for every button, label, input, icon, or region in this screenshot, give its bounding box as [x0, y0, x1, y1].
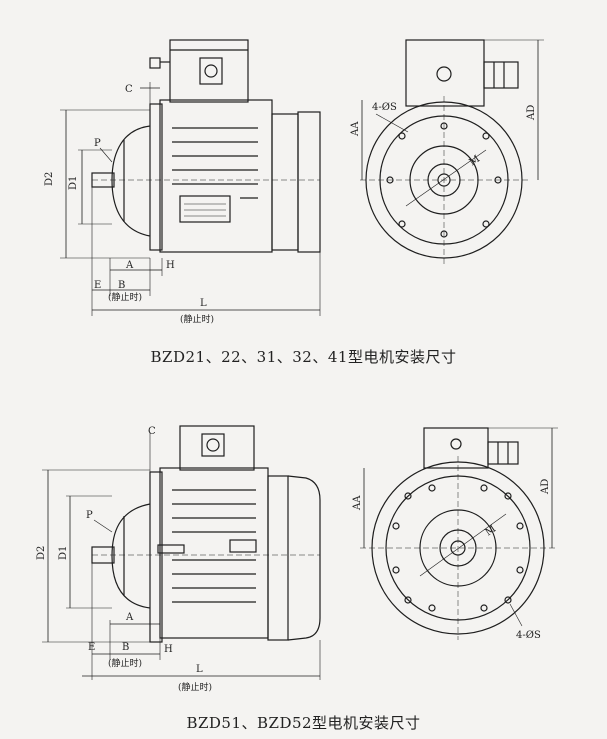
- top-label-ad: AD: [526, 105, 537, 121]
- bottom-rear-cover: [287, 475, 321, 641]
- bottom-label-l-static: (静止时): [178, 681, 212, 693]
- bottom-label-aa: AA: [352, 495, 363, 511]
- bottom-label-ad: AD: [540, 479, 551, 495]
- bottom-label-d2: D2: [36, 546, 47, 560]
- top-label-p: P: [94, 138, 101, 149]
- top-terminal-box: [169, 39, 249, 103]
- top-label-holes: 4-ØS: [372, 102, 397, 113]
- top-rear-flange: [297, 111, 321, 253]
- top-brake-disc: [111, 125, 151, 237]
- bottom-label-d1: D1: [58, 546, 69, 560]
- bottom-label-b: B: [122, 642, 129, 653]
- top-label-d1: D1: [68, 176, 79, 190]
- top-front-view: [360, 39, 544, 264]
- bottom-front-view: [360, 427, 558, 640]
- bottom-label-b-static: (静止时): [108, 657, 142, 669]
- bottom-label-holes: 4-ØS: [516, 630, 541, 641]
- top-cable-gland: [483, 61, 519, 89]
- top-front-terminal-box: [405, 39, 485, 107]
- bottom-front-flange: [149, 471, 163, 643]
- bottom-label-m: M: [483, 524, 498, 539]
- top-side-view: [60, 39, 321, 316]
- bottom-label-a: A: [125, 612, 134, 623]
- top-label-d2: D2: [44, 172, 55, 186]
- bottom-cable-gland: [487, 441, 519, 465]
- top-label-b-static: (静止时): [108, 291, 142, 303]
- bottom-label-l: L: [196, 664, 203, 675]
- bottom-label-e: E: [88, 642, 95, 653]
- top-nameplate: [179, 195, 231, 223]
- top-front-flange: [149, 103, 163, 251]
- top-caption: BZD21、22、31、32、41型电机安装尺寸: [150, 348, 457, 366]
- top-label-a: A: [125, 260, 134, 271]
- bottom-caption: BZD51、BZD52型电机安装尺寸: [186, 714, 421, 732]
- bottom-side-view: [42, 425, 321, 680]
- bottom-label-c: C: [148, 426, 156, 437]
- top-housing: [159, 99, 273, 253]
- top-label-h: H: [166, 260, 175, 271]
- bottom-label-p: P: [86, 510, 93, 521]
- top-label-b: B: [118, 280, 125, 291]
- top-label-e: E: [94, 280, 101, 291]
- bottom-brake-disc: [111, 503, 151, 609]
- top-label-l-static: (静止时): [180, 313, 214, 325]
- top-label-c: C: [125, 84, 133, 95]
- bottom-label-h: H: [164, 644, 173, 655]
- top-label-aa: AA: [350, 121, 361, 137]
- top-label-l: L: [200, 298, 207, 309]
- top-label-m: M: [467, 154, 482, 169]
- bottom-terminal-box: [179, 425, 255, 471]
